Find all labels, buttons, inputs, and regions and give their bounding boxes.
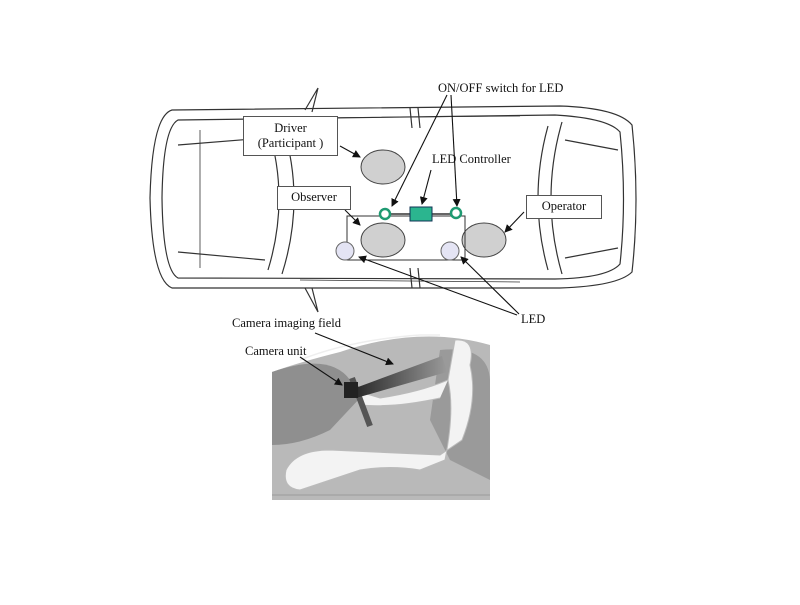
equipment-frame xyxy=(346,215,466,261)
operator-seat xyxy=(461,222,507,258)
observer-label-box: Observer xyxy=(277,186,351,210)
driver-seat xyxy=(360,149,406,185)
led-switch-right xyxy=(449,206,463,220)
camera-field-label: Camera imaging field xyxy=(232,316,341,330)
led-right xyxy=(440,241,460,261)
driver-label-line1: Driver xyxy=(274,121,307,135)
camera-unit xyxy=(344,382,358,398)
pointer-arrows xyxy=(339,94,525,316)
led-controller xyxy=(409,206,433,222)
led-switch-left xyxy=(378,207,392,221)
operator-label-box: Operator xyxy=(526,195,602,219)
driver-label-box: Driver (Participant ) xyxy=(243,116,338,156)
observer-seat xyxy=(360,222,406,258)
led-switch-label: ON/OFF switch for LED xyxy=(438,81,564,95)
camera-unit-label: Camera unit xyxy=(245,344,307,358)
led-left xyxy=(335,241,355,261)
led-label: LED xyxy=(521,312,546,326)
camera-arrows xyxy=(299,332,394,386)
camera-photo xyxy=(272,330,490,500)
led-controller-label: LED Controller xyxy=(432,152,511,166)
driver-label-line2: (Participant ) xyxy=(257,136,324,150)
